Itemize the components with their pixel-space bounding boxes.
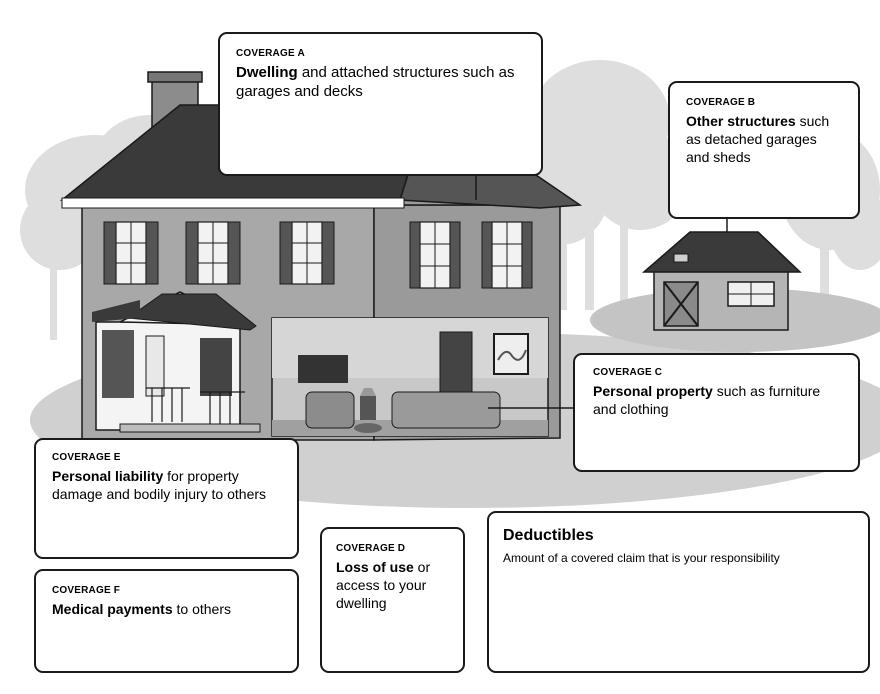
coverage-a-callout: COVERAGE A Dwelling and attached structu… [218,32,543,176]
coverage-a-rest: and attached structures such as garages … [236,64,515,100]
deductibles-text: Amount of a covered claim that is your r… [503,551,780,565]
coverage-e-bold: Personal liability [52,468,164,484]
coverage-b-bold: Other structures [686,113,796,129]
coverage-b-callout: COVERAGE B Other structures such as deta… [668,81,860,219]
coverage-f-tag: COVERAGE F [52,585,121,596]
coverage-f-callout: COVERAGE F Medical payments to others [34,569,299,673]
coverage-b-tag: COVERAGE B [686,97,756,108]
coverage-c-tag: COVERAGE C [593,367,663,378]
coverage-c-rest: such as furniture and clothing [593,383,821,417]
coverage-c-description: Personal property such as furniture and … [593,382,840,418]
front-porch [92,291,261,433]
coverage-d-bold: Loss of use [336,559,414,575]
coverage-e-callout: COVERAGE E Personal liability for proper… [34,438,299,559]
detached-shed [641,231,802,331]
coverage-b-description: Other structures such as detached garage… [686,112,842,166]
coverage-d-callout: COVERAGE D Loss of use or access to your… [320,527,465,673]
coverage-c-bold: Personal property [593,383,713,399]
coverage-f-description: Medical payments to others [52,600,281,618]
coverage-d-rest: or access to your dwelling [336,559,431,611]
deductibles-callout: Deductibles Amount of a covered claim th… [487,511,870,673]
coverage-f-bold: Medical payments [52,601,173,617]
coverage-e-description: Personal liability for property damage a… [52,467,281,503]
coverage-a-bold: Dwelling [236,64,298,81]
coverage-c-callout: COVERAGE C Personal property such as fur… [573,353,860,472]
coverage-e-tag: COVERAGE E [52,452,121,463]
leader-lines [475,176,728,409]
coverage-d-description: Loss of use or access to your dwelling [336,558,449,612]
coverage-d-tag: COVERAGE D [336,543,406,554]
coverage-e-rest: for property damage and bodily injury to… [52,468,267,502]
coverage-f-rest: to others [172,601,231,617]
house [59,71,583,441]
coverage-a-tag: COVERAGE A [236,48,305,59]
deductibles-title: Deductibles [503,527,594,544]
coverage-b-rest: such as detached garages and sheds [686,113,830,165]
coverage-a-description: Dwelling and attached structures such as… [236,63,525,101]
